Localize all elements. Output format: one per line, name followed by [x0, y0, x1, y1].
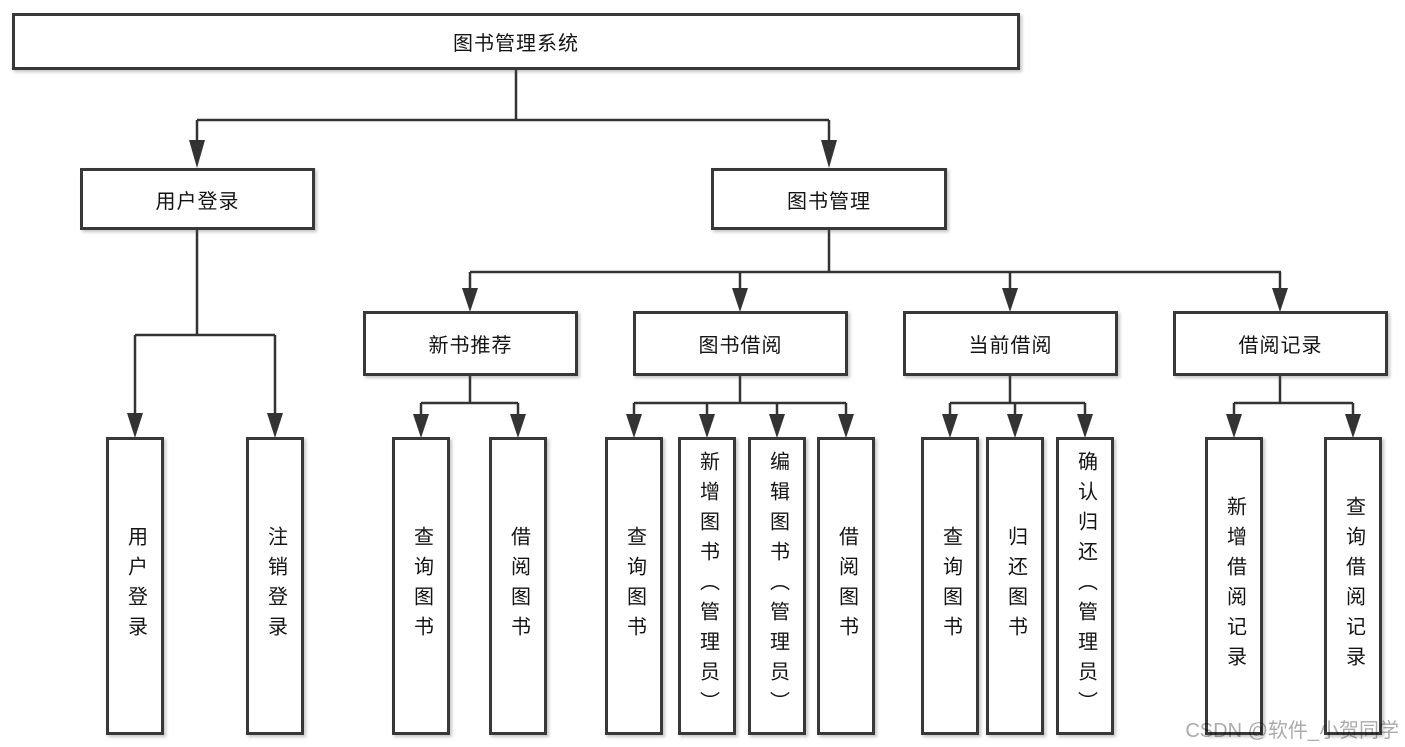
node-borrow-records-label: 借阅记录 [1238, 335, 1323, 357]
leaf-confirm-return-admin: 确认归还（管理员） [1056, 437, 1114, 735]
node-new-book-recommend-label: 新书推荐 [428, 335, 513, 357]
leaf-query-books-current: 查询图书 [921, 437, 979, 735]
leaf-borrow-books-recommend: 借阅图书 [489, 437, 547, 735]
leaf-query-books-current-label: 查询图书 [939, 526, 962, 646]
leaf-return-books: 归还图书 [986, 437, 1044, 735]
node-book-management-label: 图书管理 [787, 190, 871, 213]
leaf-add-borrow-record: 新增借阅记录 [1205, 437, 1263, 735]
leaf-borrow-books-recommend-label: 借阅图书 [507, 526, 530, 646]
node-new-book-recommend: 新书推荐 [363, 311, 578, 376]
leaf-logout: 注销登录 [246, 437, 304, 735]
leaf-logout-label: 注销登录 [264, 526, 287, 646]
node-borrow-records: 借阅记录 [1173, 311, 1388, 376]
leaf-query-borrow-record: 查询借阅记录 [1324, 437, 1382, 735]
node-root: 图书管理系统 [12, 13, 1020, 70]
leaf-edit-books-admin-label: 编辑图书（管理员） [766, 451, 789, 721]
leaf-return-books-label: 归还图书 [1004, 526, 1027, 646]
node-root-label: 图书管理系统 [453, 33, 579, 55]
node-current-borrowing-label: 当前借阅 [968, 335, 1053, 357]
node-book-borrowing-label: 图书借阅 [698, 335, 783, 357]
leaf-query-books-borrowing: 查询图书 [605, 437, 663, 735]
leaf-query-books-recommend: 查询图书 [392, 437, 450, 735]
leaf-user-login-label: 用户登录 [124, 526, 147, 646]
leaf-confirm-return-admin-label: 确认归还（管理员） [1074, 451, 1097, 721]
leaf-add-borrow-record-label: 新增借阅记录 [1223, 496, 1246, 676]
leaf-edit-books-admin: 编辑图书（管理员） [748, 437, 806, 735]
leaf-query-books-borrowing-label: 查询图书 [623, 526, 646, 646]
leaf-add-books-admin-label: 新增图书（管理员） [696, 451, 719, 721]
leaf-query-borrow-record-label: 查询借阅记录 [1342, 496, 1365, 676]
node-user-login: 用户登录 [80, 168, 315, 230]
node-user-login-label: 用户登录 [155, 190, 240, 213]
leaf-borrow-books: 借阅图书 [817, 437, 875, 735]
leaf-user-login: 用户登录 [106, 437, 164, 735]
leaf-add-books-admin: 新增图书（管理员） [678, 437, 736, 735]
node-current-borrowing: 当前借阅 [903, 311, 1118, 376]
node-book-borrowing: 图书借阅 [633, 311, 848, 376]
csdn-watermark: CSDN @软件_小贺同学 [1185, 720, 1399, 742]
arrowheads [127, 140, 1361, 438]
node-book-management: 图书管理 [711, 168, 947, 230]
leaf-borrow-books-label: 借阅图书 [835, 526, 858, 646]
leaf-query-books-recommend-label: 查询图书 [410, 526, 433, 646]
connector-path [133, 70, 1355, 415]
